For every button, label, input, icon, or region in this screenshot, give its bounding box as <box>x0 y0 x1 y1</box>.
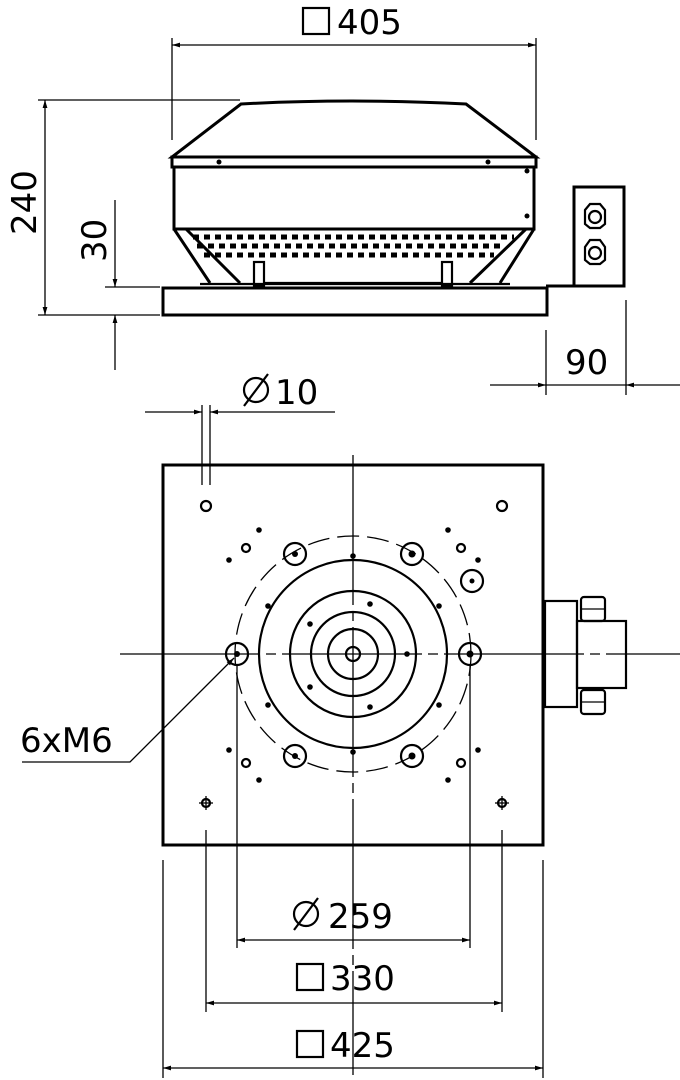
diameter-symbol-icon <box>292 897 320 931</box>
square-symbol-icon <box>301 6 331 36</box>
dim-240-label: 240 <box>5 170 45 235</box>
cable-gland-icon <box>579 595 607 716</box>
bolt-holes <box>224 541 483 769</box>
dim-405-label: 405 <box>337 3 402 43</box>
square-symbol-icon <box>295 962 325 992</box>
dim-330-label: 330 <box>330 959 395 999</box>
crosshair-hole-icon <box>199 796 509 810</box>
terminal-box <box>572 185 626 288</box>
fan-housing <box>172 165 536 231</box>
bolt-spec-label: 6xM6 <box>20 721 113 761</box>
fan-hood <box>167 99 541 159</box>
diameter-symbol-icon <box>242 373 270 407</box>
dim-425-label: 425 <box>330 1026 395 1066</box>
dim-90-label: 90 <box>565 343 608 383</box>
cable-gland-icon <box>583 202 607 266</box>
side-view: 405 240 30 <box>5 3 680 395</box>
dim-10-label: 10 <box>275 373 318 413</box>
dim-30-label: 30 <box>75 219 115 262</box>
base-plate <box>161 286 549 317</box>
fan-grill <box>193 234 514 258</box>
dim-259-label: 259 <box>328 897 393 937</box>
square-symbol-icon <box>295 1029 325 1059</box>
top-view: 10 <box>20 373 680 1078</box>
